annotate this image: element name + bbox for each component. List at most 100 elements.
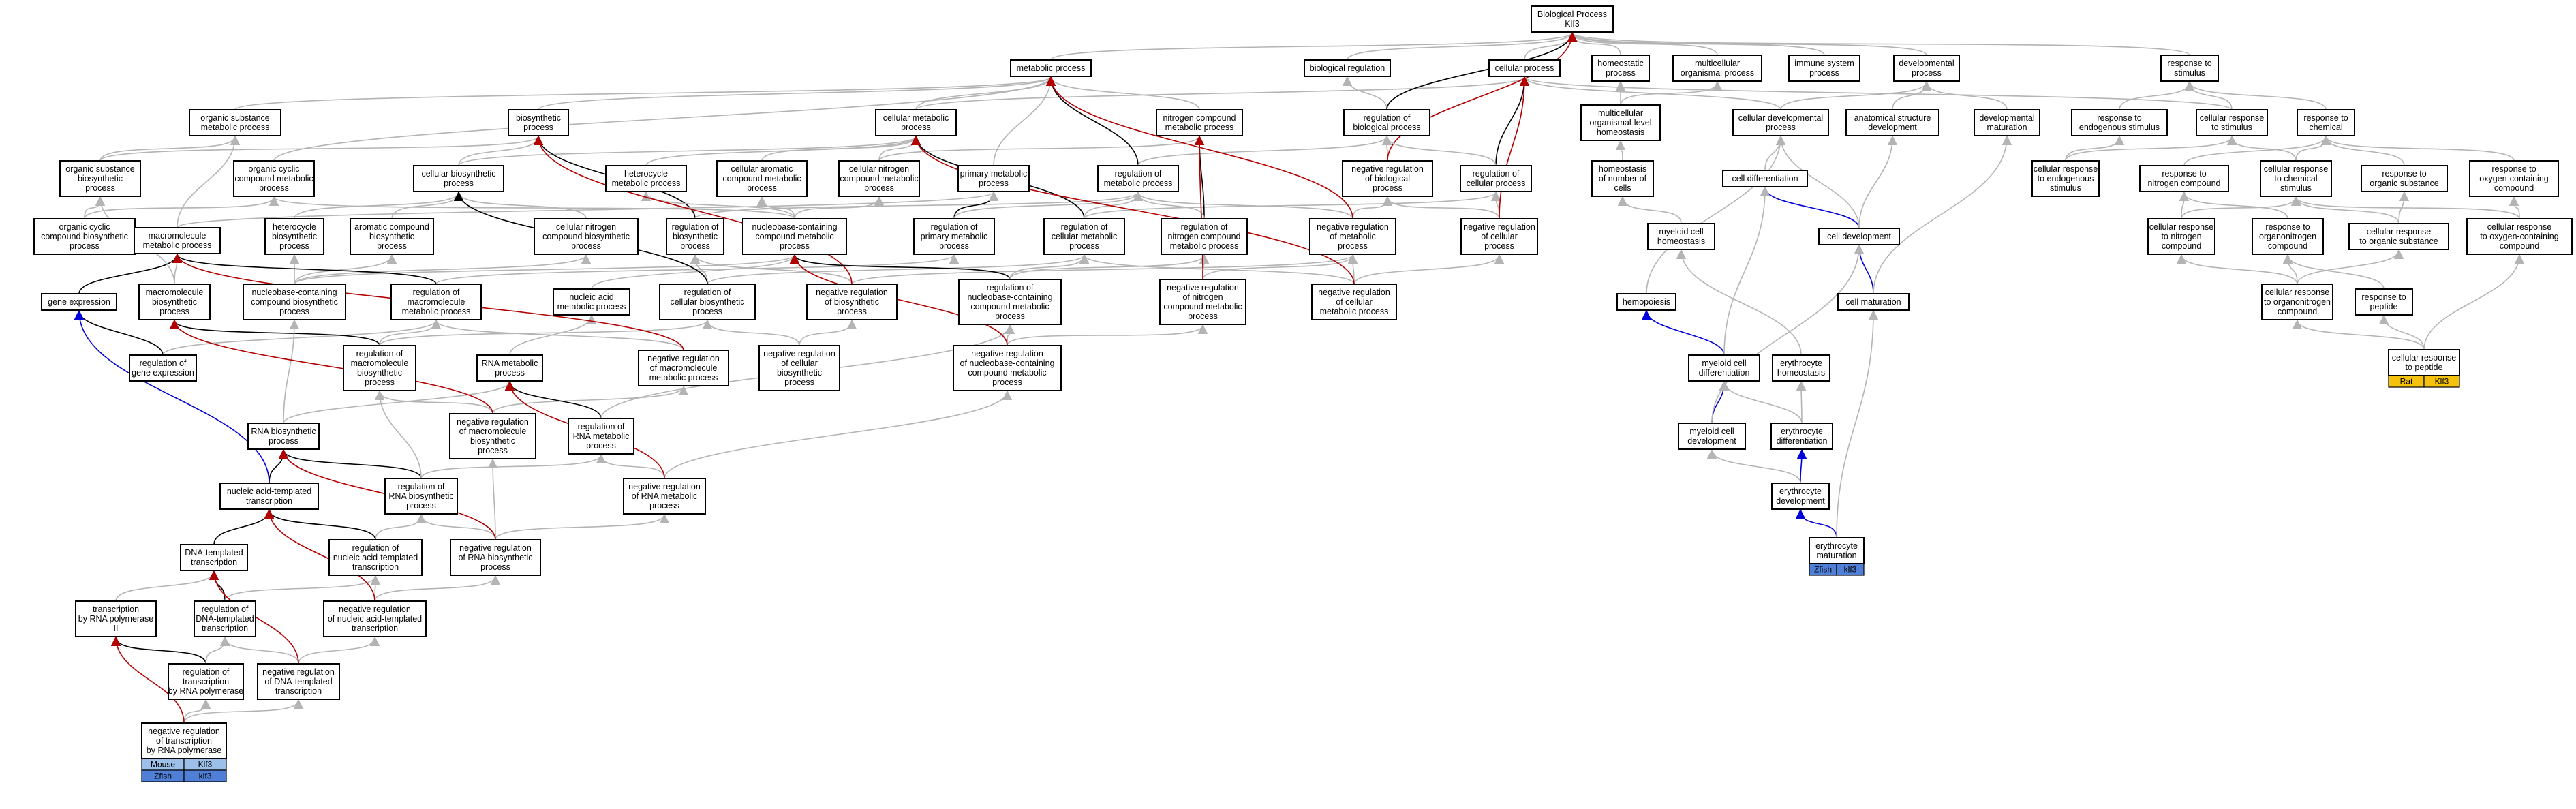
go-node-hemopoiesis[interactable]: hemopoiesis [1616,293,1676,311]
go-node-celldev[interactable]: cell development [1818,228,1900,245]
go-node-cellmat[interactable]: cell maturation [1837,293,1910,311]
go-node-geneexpr[interactable]: gene expression [41,293,117,311]
node-label-line: nucleic acid [569,292,613,302]
go-node-cellproc[interactable]: cellular process [1488,59,1561,77]
go-node-bioreg[interactable]: biological regulation [1304,59,1391,77]
go-node-regnucmet[interactable]: regulation ofnucleobase-containingcompou… [958,279,1062,325]
go-node-metabolic[interactable]: metabolic process [1010,59,1092,77]
go-node-regmacrobio[interactable]: regulation ofmacromoleculebiosyntheticpr… [343,345,416,391]
node-label-line: to chemical [2274,174,2317,183]
go-node-celldiff[interactable]: cell differentiation [1722,170,1808,187]
